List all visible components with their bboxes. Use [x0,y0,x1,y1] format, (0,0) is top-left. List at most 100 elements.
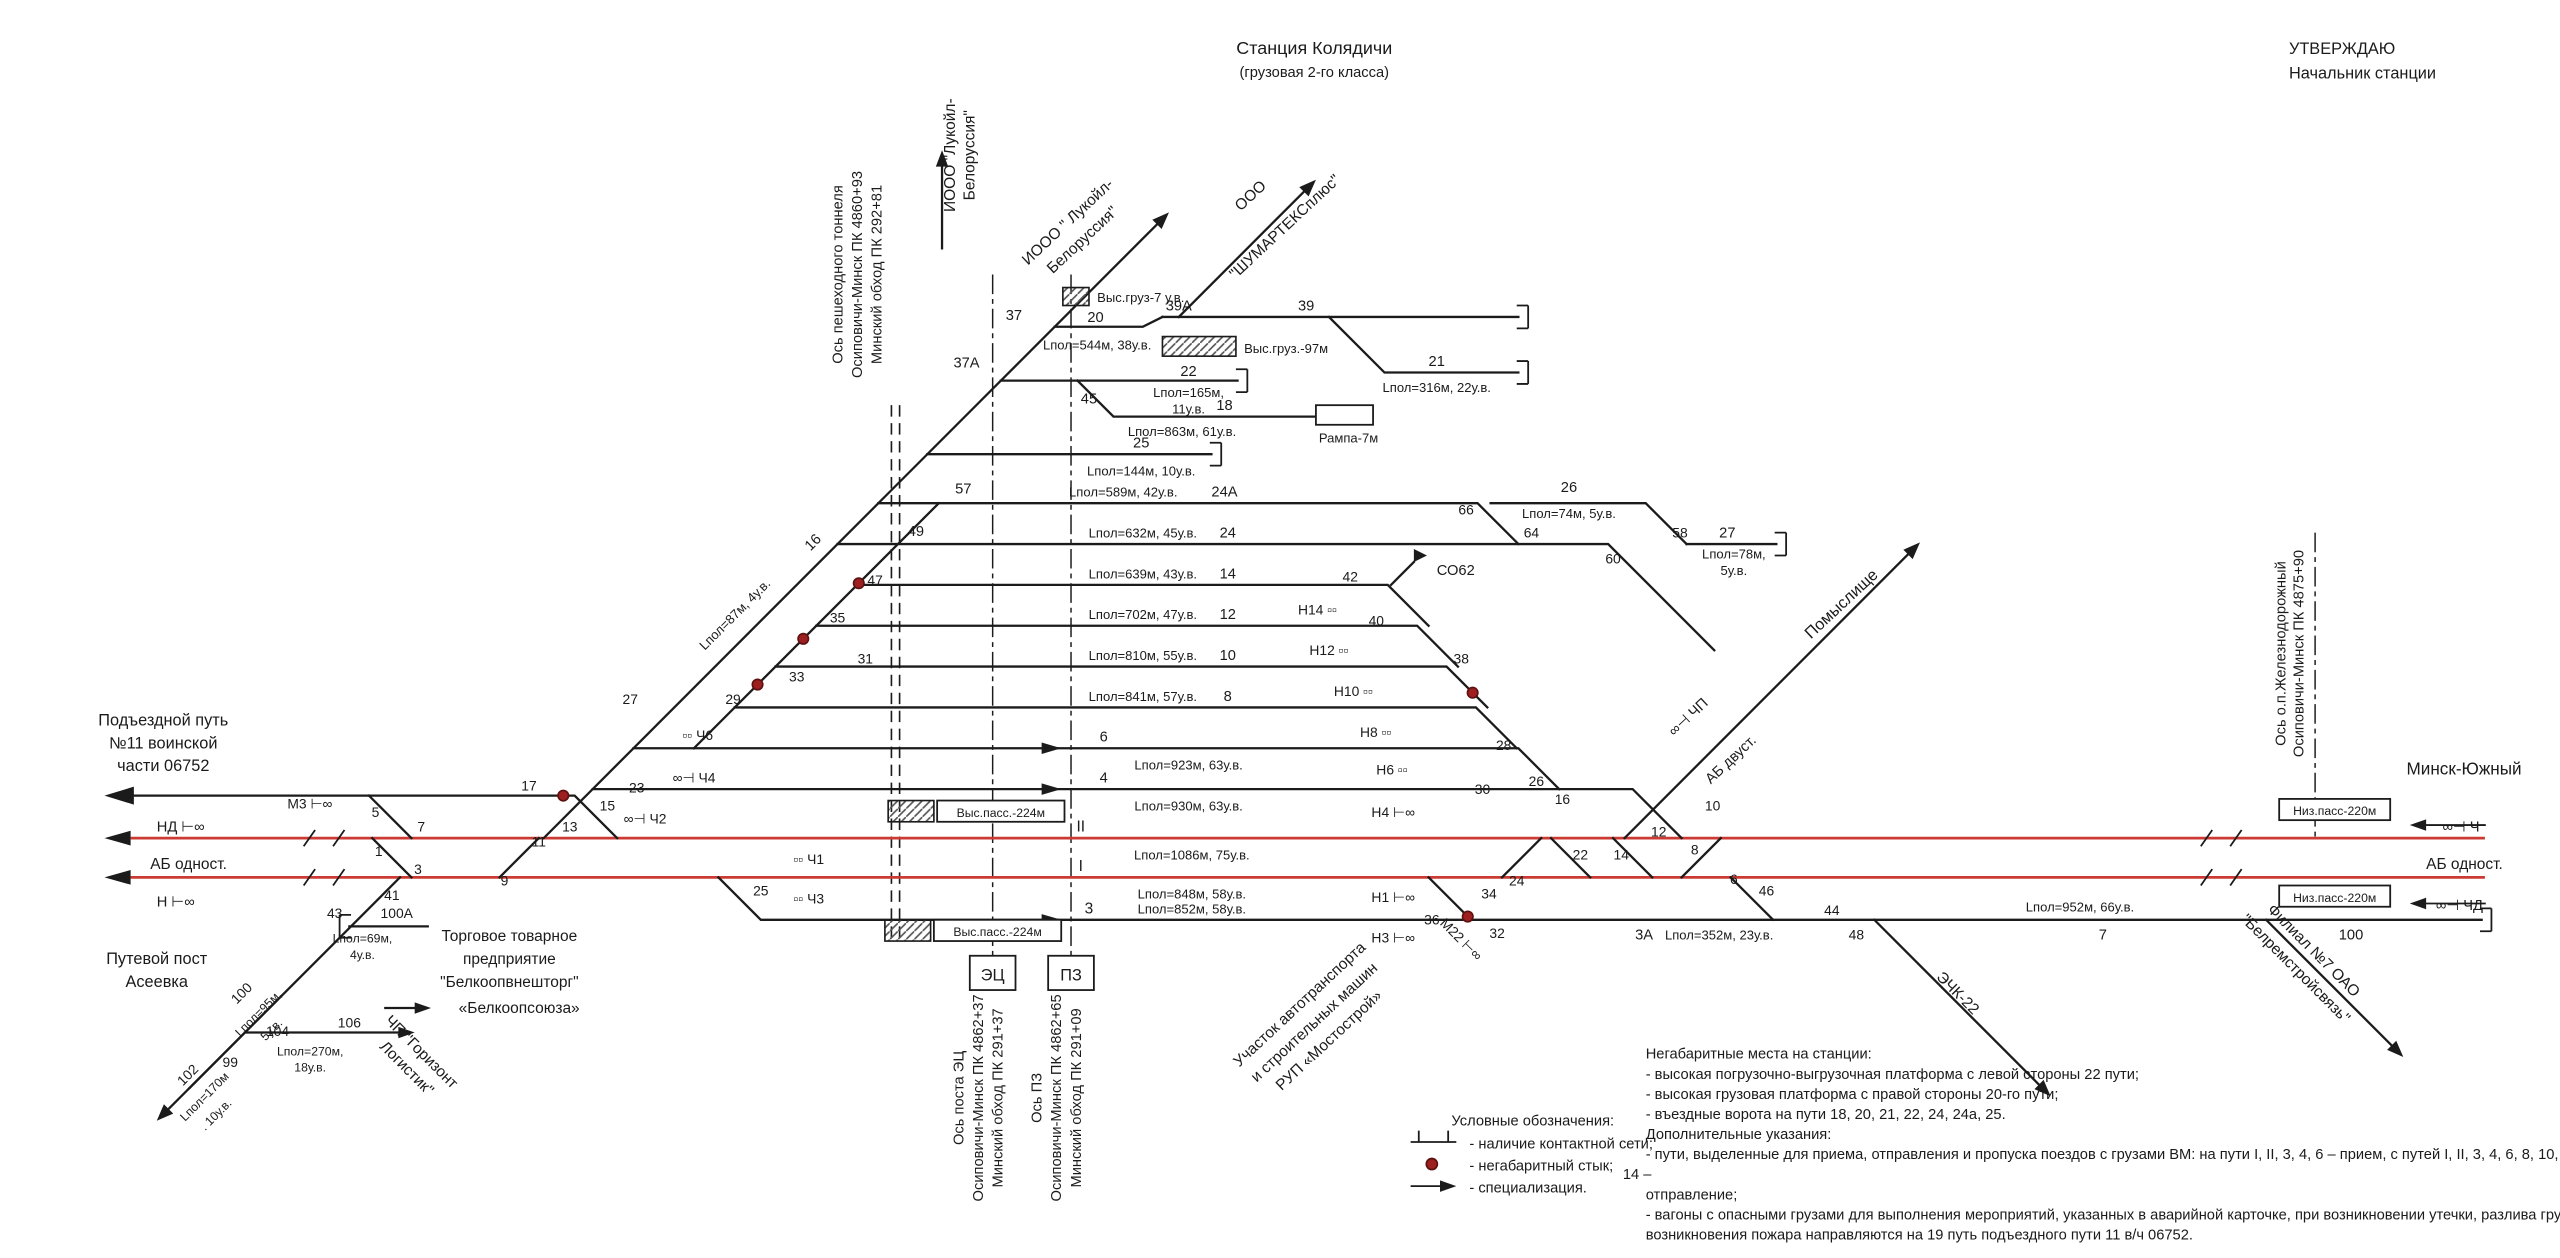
shumarteks-arrowhead [1299,179,1316,197]
pz-post-box [1047,954,1095,991]
track-number: 10 [1220,648,1236,664]
switch-number: 34 [1481,886,1497,902]
track-18-line [1075,379,1318,418]
signal-label: Н14 ▫▫ [1298,601,1337,617]
filial-branch [2264,918,2399,1053]
approval-title: УТВЕРЖДАЮ [2289,40,2395,58]
destination-label: Участок автотранспорта [1230,939,1369,1070]
access-track-arrow [104,786,134,805]
track-number: 100А [381,905,414,921]
switch-number: 28 [1496,737,1512,753]
oversized-joint-marker [797,632,810,645]
high-freight-platform-7 [1062,286,1090,307]
track-number: 21 [1429,354,1445,370]
notes-line: Негабаритные места на станции: [1646,1047,1872,1063]
signal-label: М3 ⊢∞ [287,796,332,812]
destination-label: Белоруссия" [962,110,979,200]
axis-label: Осиповичи-Минск ПК 4862+65 [1049,994,1065,1201]
oversized-joint-marker [1461,910,1474,923]
high-passenger-platform-bottom [884,918,932,942]
signal-label: НД ⊢∞ [157,820,205,836]
track-number: 14 [1220,566,1236,582]
text-label: АБ одност. [2426,856,2503,873]
notes-line: возникновения пожара направляются на 19 … [1646,1228,2193,1244]
switch-number: 39А [1166,298,1192,314]
specialization-arrow-track6 [1041,742,1062,754]
belkoopsoyuz-arrowhead [414,1002,432,1014]
notes-line: Дополнительные указания: [1646,1127,1832,1143]
oversized-joint-markers [557,577,1479,923]
crossover-x6 [1728,875,1775,922]
axis-label: Минский обход ПК 291+09 [1069,1008,1085,1187]
track-6-line [632,747,1561,791]
legend-item-specialization: - специализация. [1469,1181,1587,1197]
switch-number: 47 [867,572,883,588]
destination-label: Помыслище [1801,566,1881,643]
notes-line: - высокая погрузочно-выгрузочная платфор… [1646,1067,2139,1083]
switch-number: 1 [375,843,383,859]
track-length-label: Lпол=930м, 63у.в. [1134,798,1242,813]
track-4-line [591,787,1684,840]
track-number: 27 [1719,526,1735,542]
track-length-label: Lпол=352м, 23у.в. [1665,927,1773,942]
co62-mast [1389,560,1416,587]
switch-number: 22 [1573,846,1589,862]
track-24-line [836,542,1716,652]
track-length-label: Lпол=74м, 5у.в. [1522,506,1616,521]
track-8-line [733,706,1519,750]
track-24a-line [877,502,1520,546]
switch-number: 16 [1555,791,1571,807]
destination-label: ЭЧК-22 [1933,969,1982,1018]
left-arrow-track-I [104,869,131,885]
track-length-label: Lпол=78м, [1702,547,1766,562]
low-passenger-platform-box-bottom [2278,884,2392,908]
axis-label: Осиповичи-Минск ПК 4875+90 [2292,550,2308,757]
track-length-label: Lпол=841м, 57у.в. [1089,689,1197,704]
switch-number: 57 [955,481,971,497]
access-track-line [132,794,619,840]
high-passenger-platform-top [887,799,935,823]
track-number: 104 [266,1023,289,1039]
track-number: 26 [1561,480,1577,496]
contact-network-icon [1410,1130,1457,1143]
legend-item-contact-network: - наличие контактной сети; [1469,1137,1653,1153]
switch-number: 24 [1509,872,1525,888]
track-length-label: Lпол=1086м, 75у.в. [1134,847,1250,862]
signal-label: Н ⊢∞ [157,895,195,911]
filial-arrowhead [2387,1040,2404,1058]
notes-line: - пути, выделенные для приема, отправлен… [1646,1147,2560,1163]
signal-label: ∞⊣ ЧД [2436,898,2483,914]
switch-number: 58 [1672,525,1688,541]
track-number: II [1077,819,1086,836]
axis-label: Ось о.п.Железнодорожный [2274,561,2290,746]
track-number: 100 [2339,927,2364,943]
signal-label: М22 ⊢∞ [1437,915,1486,964]
track-number: 25 [1133,436,1149,452]
switch-number: 9 [501,872,509,888]
switch-number: 49 [908,524,924,540]
switch-number: 14 [1614,846,1630,862]
track-number: 6 [1100,730,1108,746]
axis-label: Осиповичи-Минск ПК 4862+37 [971,994,987,1201]
track-number: 12 [1220,607,1236,623]
signal-label: ∞⊣ Ч4 [673,770,716,786]
track-number: 8 [1224,689,1232,705]
crossover-x4 [1680,836,1723,879]
approval-role: Начальник станции [2289,64,2436,82]
lukoil-diagonal-arrowhead [1152,212,1169,230]
track-length-label: Lпол=589м, 42у.в. [1069,485,1177,500]
switch-number: 33 [789,668,805,684]
axis-label: Ось пешеходного тоннеля [830,185,846,364]
switch-number: 35 [830,609,846,625]
echk-branch [1872,918,2046,1092]
text-label: ЭЦ [981,966,1005,984]
track-length-label: 4у.в. [350,948,375,962]
switch-number: 43 [327,905,343,921]
crossover-xl2 [497,836,541,879]
approach-arrowhead-ch [2409,819,2427,831]
switch-number: 38 [1454,650,1470,666]
ramp-box [1315,404,1374,426]
signal-label: Н10 ▫▫ [1334,683,1373,699]
platforms [884,286,2392,991]
